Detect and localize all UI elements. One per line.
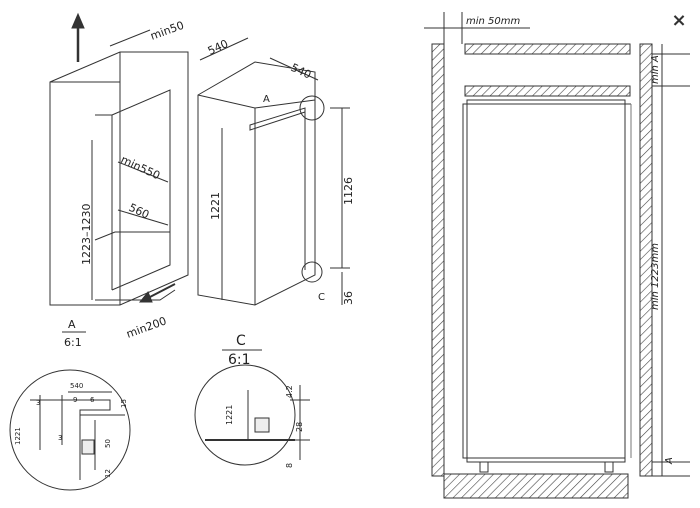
dim-depth-540: 540 (289, 61, 314, 82)
detail-ref-a: A (68, 318, 76, 331)
dimension-label: 9 (73, 396, 77, 404)
dim-min-a: min A (650, 55, 661, 84)
marker-circle-a (299, 95, 325, 121)
appliance-labels: 540 540 1221 1126 36 A C C 6:1 (206, 37, 355, 368)
dim-1126: 1126 (342, 177, 355, 205)
section-drawing (424, 12, 690, 499)
dimension-label: 3 (36, 399, 40, 407)
dimension-label: 15 (120, 399, 128, 408)
appliance-drawing (197, 37, 350, 351)
detail-c-labels: 4.2 1221 28 8 (225, 385, 304, 468)
dimension-label: 1221 (14, 427, 22, 445)
dimension-label: 50 (104, 439, 112, 448)
section-labels: min 50mm min A min 1223mm A (466, 16, 675, 465)
scale-c: 6:1 (228, 352, 251, 368)
scale-a: 6:1 (64, 336, 82, 349)
dimension-label: 12 (104, 469, 112, 478)
dimension-label: 4.2 (285, 385, 294, 398)
dimension-label: 3 (58, 434, 62, 442)
dim-1221: 1221 (209, 192, 222, 220)
detail-c-drawing (194, 364, 310, 466)
marker-circle-c (301, 261, 323, 283)
ventilation-arrow-icon (71, 12, 85, 29)
dim-min550: min550 (119, 153, 162, 182)
dim-a: A (664, 457, 675, 465)
dimension-label: 8 (285, 463, 294, 468)
detail-a-labels: 540 3 9 6 15 1221 3 50 12 (14, 382, 128, 478)
dimension-label: 28 (295, 422, 304, 432)
marker-a: A (263, 94, 270, 105)
dim-min50: min50 (149, 19, 186, 43)
dimension-label: 6 (90, 396, 95, 404)
cabinet-drawing (49, 12, 189, 333)
dimension-label: 540 (70, 382, 83, 390)
dimension-label: 1221 (225, 405, 234, 425)
dim-min200: min200 (125, 314, 169, 340)
detail-ref-c: C (236, 333, 246, 349)
dim-36: 36 (342, 291, 355, 305)
close-icon[interactable]: × (671, 10, 687, 31)
marker-c: C (318, 292, 325, 303)
dim-min-50mm: min 50mm (466, 16, 521, 27)
dim-width-540: 540 (206, 37, 231, 58)
detail-a-drawing (9, 369, 131, 491)
dim-height-range: 1223–1230 (80, 204, 93, 266)
dim-min-1223mm: min 1223mm (650, 243, 661, 310)
